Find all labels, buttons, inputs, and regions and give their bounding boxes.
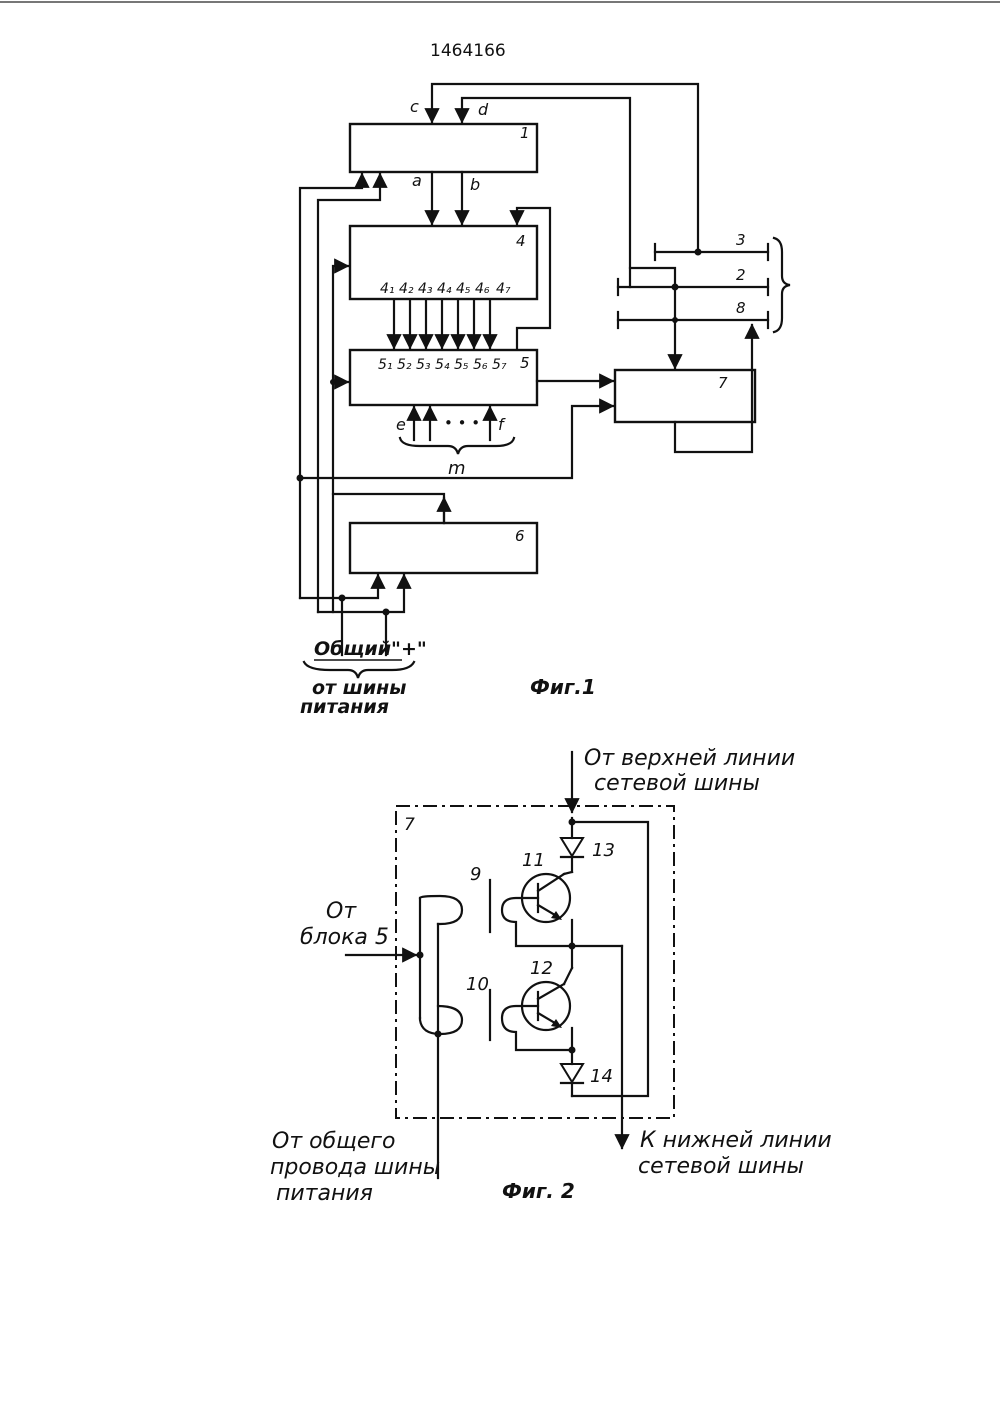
block-5: 5 5₁ 5₂ 5₃ 5₄ 5₅ 5₆ 5₇ xyxy=(350,350,537,405)
block-7-label: 7 xyxy=(718,374,728,392)
signal-c-label: c xyxy=(410,97,419,116)
block5-to-block4-feedback xyxy=(517,208,550,348)
block-6: 6 xyxy=(350,523,537,573)
block-4-output-2: 4₂ xyxy=(399,281,414,297)
diode-13: 13 xyxy=(561,838,615,872)
block-5-input-5: 5₅ xyxy=(454,357,469,373)
input-dots: • • • xyxy=(444,414,480,432)
bottom-left-line-3: питания xyxy=(276,1181,373,1206)
top-label-line-1: От верхней линии xyxy=(584,746,795,771)
block-5-input-1: 5₁ xyxy=(378,357,393,373)
block4-to-block5-arrows xyxy=(394,300,490,348)
diode-14: 14 xyxy=(561,1028,613,1096)
figure-1: 1 4 4₁ 4₂ 4₃ 4₄ 4₅ 4₆ 4₇ 5 5₁ 5₂ 5₃ 5₄ 5… xyxy=(297,84,791,718)
signal-a-label: a xyxy=(412,171,422,190)
figure-2-caption: Фиг. 2 xyxy=(502,1179,575,1203)
block-4-output-3: 4₃ xyxy=(418,281,433,297)
bus3-to-c-line: c xyxy=(410,84,702,256)
block-4-output-5: 4₅ xyxy=(456,281,471,297)
block-1: 1 xyxy=(350,124,537,172)
bus-lines: 3 2 8 xyxy=(618,231,790,332)
block-5-input-2: 5₂ xyxy=(397,357,412,373)
block-4-output-7: 4₇ xyxy=(496,281,511,297)
bus-3-label: 3 xyxy=(736,231,746,249)
bus2-to-block7-line xyxy=(672,284,679,369)
block-6-label: 6 xyxy=(515,527,525,545)
diode-14-label: 14 xyxy=(590,1066,613,1087)
bus2-to-d-line: d xyxy=(462,98,675,287)
block-5-input-3: 5₃ xyxy=(416,357,431,373)
transformer-9: 9 xyxy=(420,864,572,946)
bottom-left-line-1: От общего xyxy=(272,1129,395,1154)
block-4-output-6: 4₆ xyxy=(475,281,490,297)
bus-8-label: 8 xyxy=(736,299,746,317)
bottom-left-line-2: провода шины xyxy=(270,1155,440,1180)
transformer-10-label: 10 xyxy=(466,974,489,995)
transistor-12-label: 12 xyxy=(530,958,553,979)
block-5-label: 5 xyxy=(520,354,530,372)
block-4-output-4: 4₄ xyxy=(437,281,452,297)
block7-to-bus8-line xyxy=(675,325,752,452)
a-b-lines: a b xyxy=(412,171,480,224)
patent-number: 1464166 xyxy=(430,41,506,61)
block-4: 4 4₁ 4₂ 4₃ 4₄ 4₅ 4₆ 4₇ xyxy=(350,226,537,299)
left-label-line-1: От xyxy=(326,899,357,924)
block-4-output-1: 4₁ xyxy=(380,281,395,297)
signal-b-label: b xyxy=(470,175,480,194)
block-5-input-7: 5₇ xyxy=(492,357,507,373)
block-4-label: 4 xyxy=(516,232,526,250)
power-common-label: Общий"+" xyxy=(314,638,427,660)
signal-m-label: m xyxy=(448,458,466,479)
block-7: 7 xyxy=(615,370,755,422)
figure-2: 7 От верхней линии сетевой шины 13 11 xyxy=(270,746,832,1206)
transformer-9-label: 9 xyxy=(470,864,481,885)
left-label-line-2: блока 5 xyxy=(300,925,389,950)
block-1-label: 1 xyxy=(520,124,530,142)
transistor-11: 11 xyxy=(522,850,572,922)
fig2-block-7-label: 7 xyxy=(404,815,415,835)
transistor-11-label: 11 xyxy=(522,850,545,871)
block-5-input-4: 5₄ xyxy=(435,357,450,373)
figure-1-caption: Фиг.1 xyxy=(530,675,596,699)
signal-d-label: d xyxy=(478,100,489,119)
block-5-input-6: 5₆ xyxy=(473,357,488,373)
signal-f-label: f xyxy=(498,415,506,434)
bottom-right-line-2: сетевой шины xyxy=(638,1154,804,1179)
bus-2-label: 2 xyxy=(736,266,746,284)
signal-e-label: e xyxy=(396,415,406,434)
diode-13-label: 13 xyxy=(592,840,615,861)
power-source-line-2: питания xyxy=(300,696,389,718)
transistor-12: 12 xyxy=(522,958,572,1030)
transformer-10: 10 xyxy=(420,974,572,1050)
bottom-right-line-1: К нижней линии xyxy=(640,1128,832,1153)
mid-junction xyxy=(569,920,623,1148)
block5-external-inputs: • • • e f m xyxy=(396,407,514,479)
top-label-line-2: сетевой шины xyxy=(594,771,760,796)
